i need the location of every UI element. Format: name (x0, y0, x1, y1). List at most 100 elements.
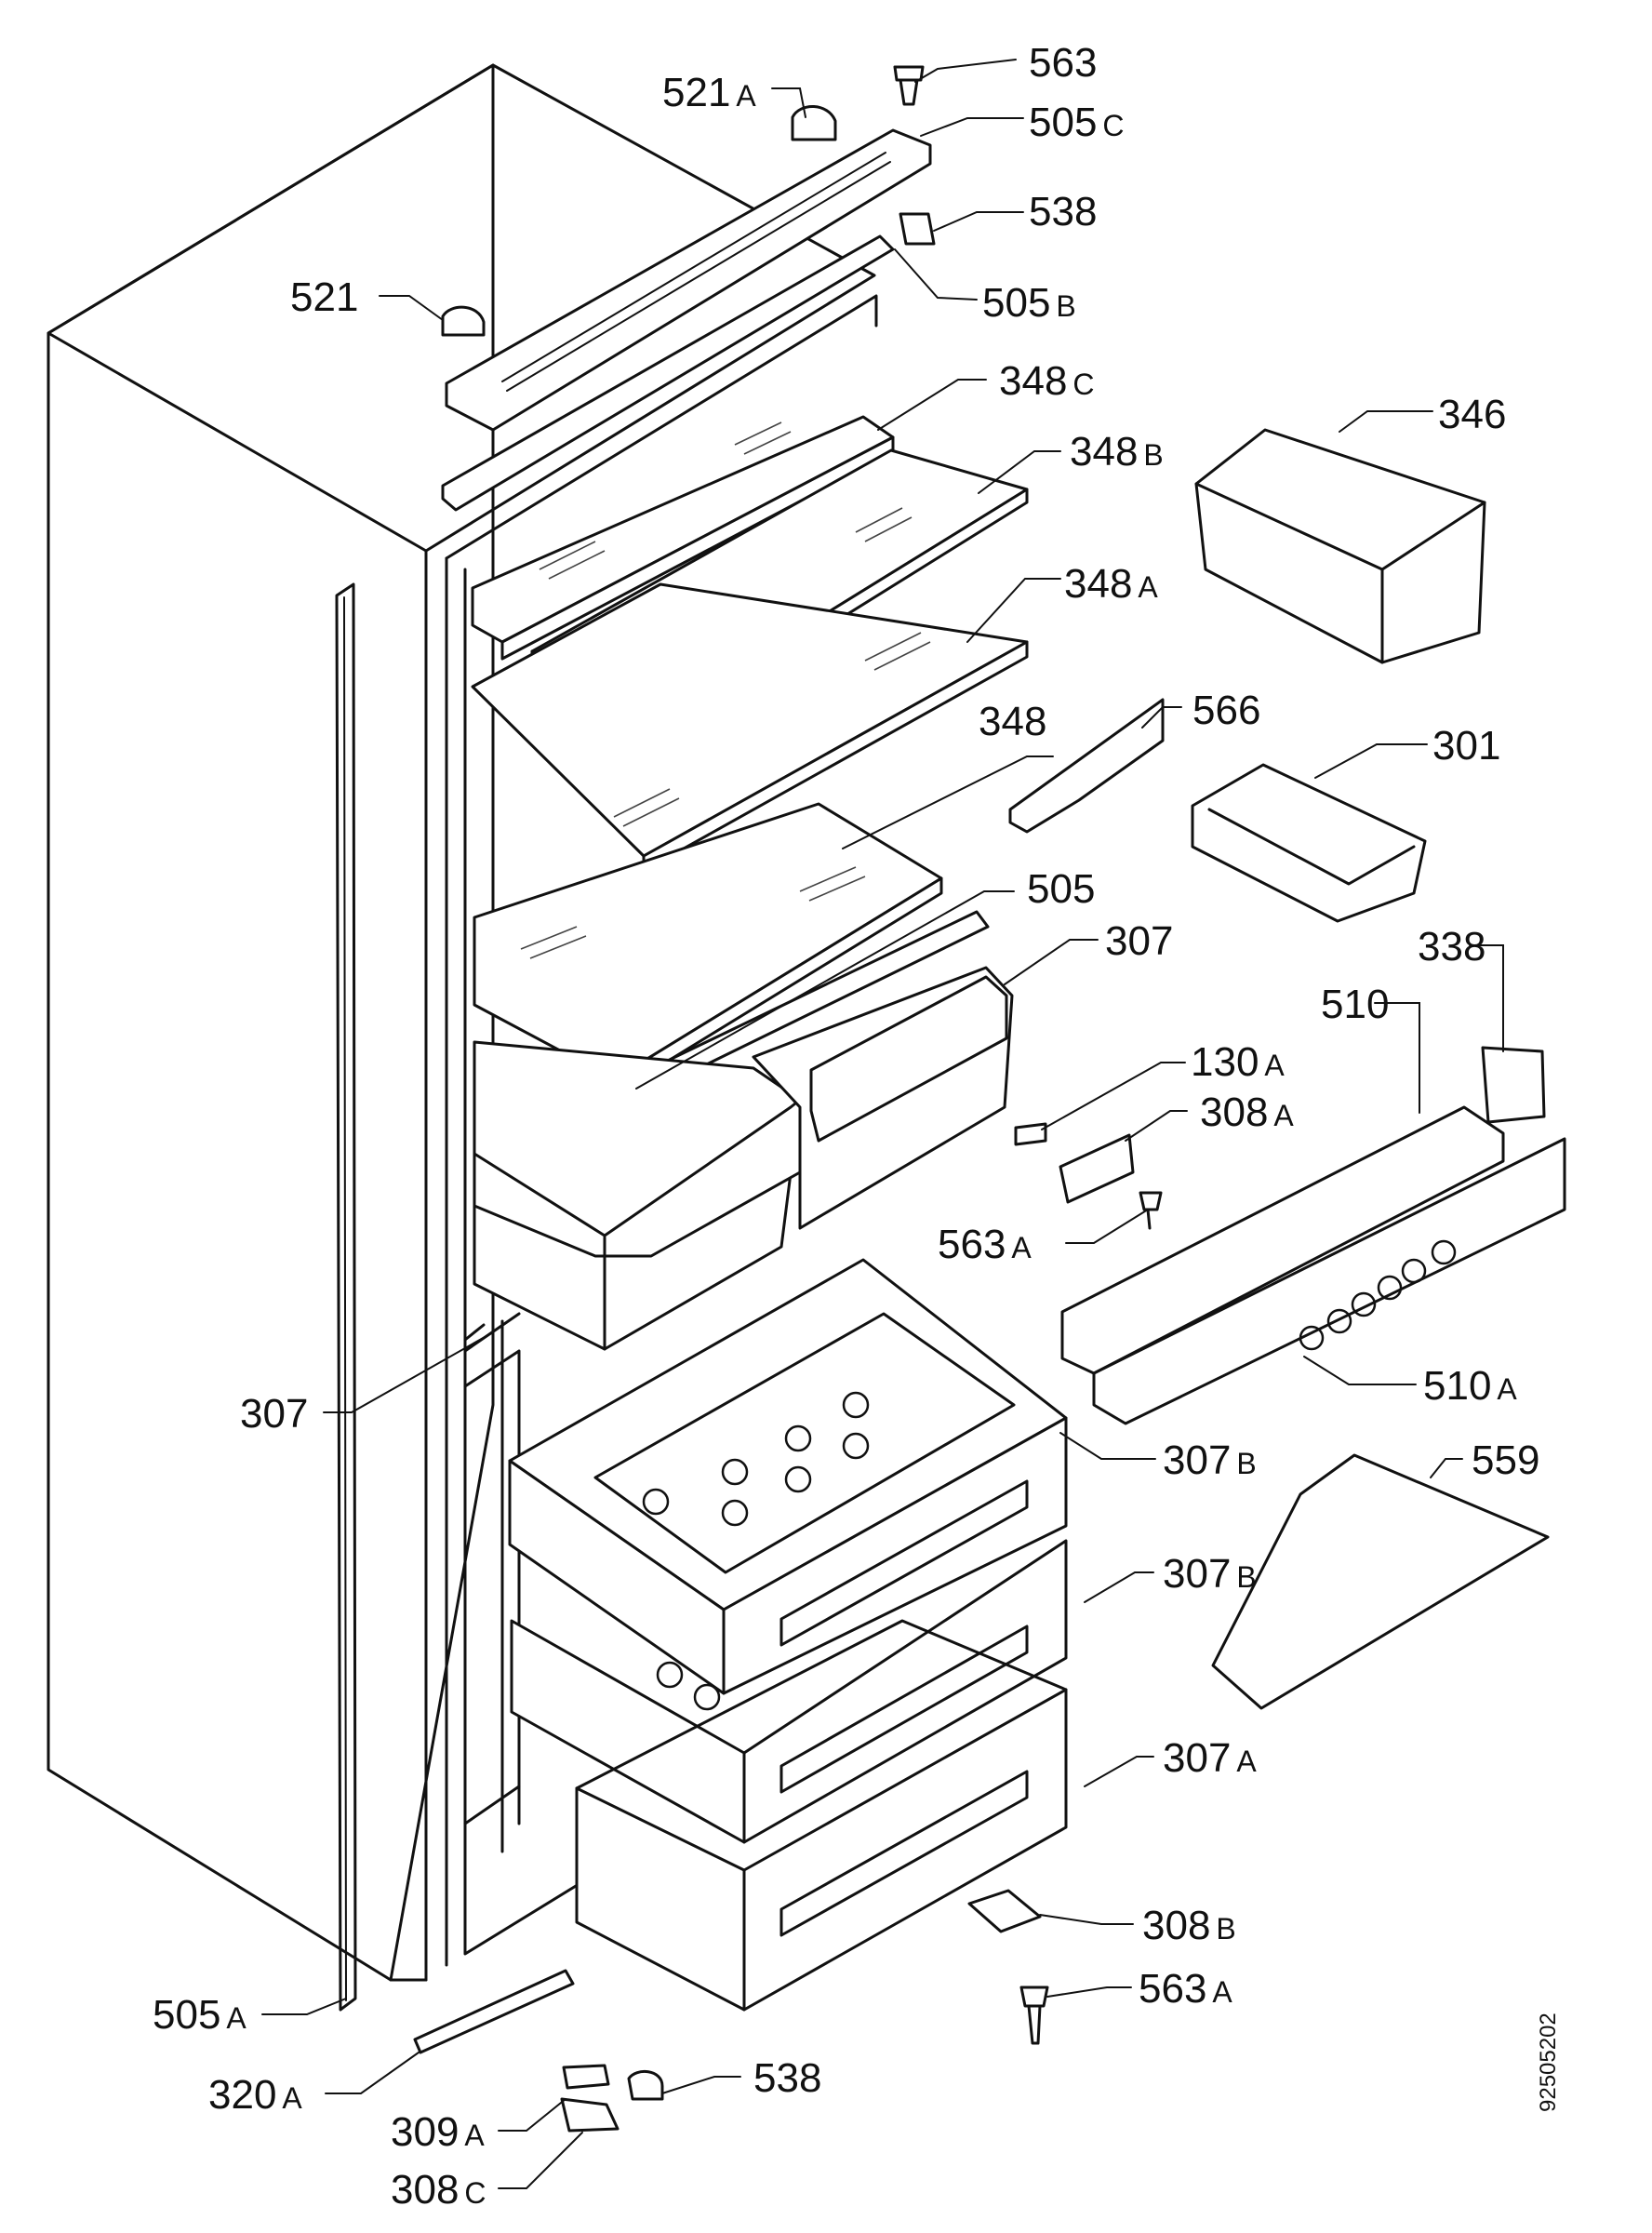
door-bin-346 (1194, 428, 1486, 664)
part-label-563: 563 (1029, 40, 1097, 86)
part-suffix: A (1497, 1372, 1517, 1406)
part-number: 505 (982, 280, 1050, 326)
part-label-307: 307 (1105, 918, 1173, 964)
part-number: 505 (1029, 100, 1097, 145)
part-number: 348 (979, 699, 1046, 744)
part-number: 348 (1064, 561, 1132, 607)
part-number: 307 (1163, 1437, 1231, 1483)
part-suffix: A (736, 79, 756, 113)
part-suffix: C (464, 2176, 486, 2210)
part-number: 563 (1029, 40, 1097, 86)
part-suffix: C (1072, 368, 1094, 401)
part-suffix: C (1102, 109, 1124, 142)
part-label-338: 338 (1418, 924, 1485, 969)
part-label-505: 505 (1027, 866, 1095, 912)
part-number: 308 (1142, 1903, 1210, 1948)
part-number: 566 (1192, 688, 1260, 733)
part-number: 320 (208, 2072, 276, 2118)
part-number: 348 (999, 358, 1067, 404)
part-number: 559 (1472, 1437, 1539, 1483)
part-number: 538 (1029, 189, 1097, 234)
fridge-cabinet (47, 63, 936, 2012)
part-suffix: A (1236, 1745, 1257, 1778)
drawer-307a (575, 1619, 1068, 2012)
small-parts (413, 1122, 1163, 2133)
part-number: 130 (1191, 1039, 1259, 1085)
part-suffix: A (1138, 570, 1158, 604)
part-label-566: 566 (1192, 688, 1260, 733)
part-label-538: 538 (753, 2055, 821, 2101)
part-label-346: 346 (1438, 392, 1506, 437)
part-number: 346 (1438, 392, 1506, 437)
document-id: 92505202 (1536, 2012, 1561, 2112)
leader-lines (261, 59, 1504, 2189)
crisper-307-right (752, 966, 1014, 1230)
ice-tray-301 (1191, 763, 1427, 923)
part-suffix: A (282, 2081, 302, 2115)
part-number: 309 (391, 2109, 459, 2155)
door-rail-510 (1060, 1046, 1566, 1425)
part-number: 505 (1027, 866, 1095, 912)
drawer-307b-middle (510, 1539, 1068, 1844)
part-suffix: B (1056, 289, 1075, 323)
part-label-348: 348 (979, 699, 1046, 744)
part-label-559: 559 (1472, 1437, 1539, 1483)
scraper-566 (1008, 698, 1165, 834)
part-number: 307 (1163, 1551, 1231, 1597)
part-label-301: 301 (1432, 723, 1500, 769)
part-number: 308 (1200, 1090, 1268, 1135)
part-suffix: A (1264, 1049, 1285, 1082)
cover-plate-559 (1211, 1453, 1550, 1710)
part-label-521: 521 (290, 274, 358, 320)
part-number: 538 (753, 2055, 821, 2101)
part-number: 301 (1432, 723, 1500, 769)
part-suffix: A (1011, 1231, 1032, 1264)
part-number: 338 (1418, 924, 1485, 969)
part-number: 307 (1163, 1735, 1231, 1781)
part-suffix: A (1212, 1975, 1232, 2009)
shelf-348a (471, 582, 1029, 873)
part-label-538: 538 (1029, 189, 1097, 234)
part-suffix: A (226, 2001, 246, 2035)
part-number: 563 (938, 1222, 1006, 1267)
part-number: 308 (391, 2167, 459, 2213)
part-number: 307 (240, 1391, 308, 1437)
part-suffix: B (1216, 1912, 1235, 1946)
drawer-307b-top (508, 1258, 1068, 1695)
part-number: 505 (153, 1992, 220, 2038)
part-number: 307 (1105, 918, 1173, 964)
part-number: 521 (290, 274, 358, 320)
part-number: 563 (1139, 1966, 1206, 2012)
part-number: 510 (1423, 1363, 1491, 1409)
part-number: 521 (662, 70, 730, 115)
part-number: 510 (1321, 982, 1389, 1027)
part-number: 348 (1070, 429, 1138, 475)
part-suffix: B (1236, 1447, 1256, 1480)
part-suffix: B (1143, 438, 1163, 472)
part-label-510: 510 (1321, 982, 1389, 1027)
part-suffix: A (1273, 1099, 1294, 1132)
part-suffix: B (1236, 1560, 1256, 1594)
part-suffix: A (464, 2119, 485, 2152)
part-label-307: 307 (240, 1391, 308, 1437)
